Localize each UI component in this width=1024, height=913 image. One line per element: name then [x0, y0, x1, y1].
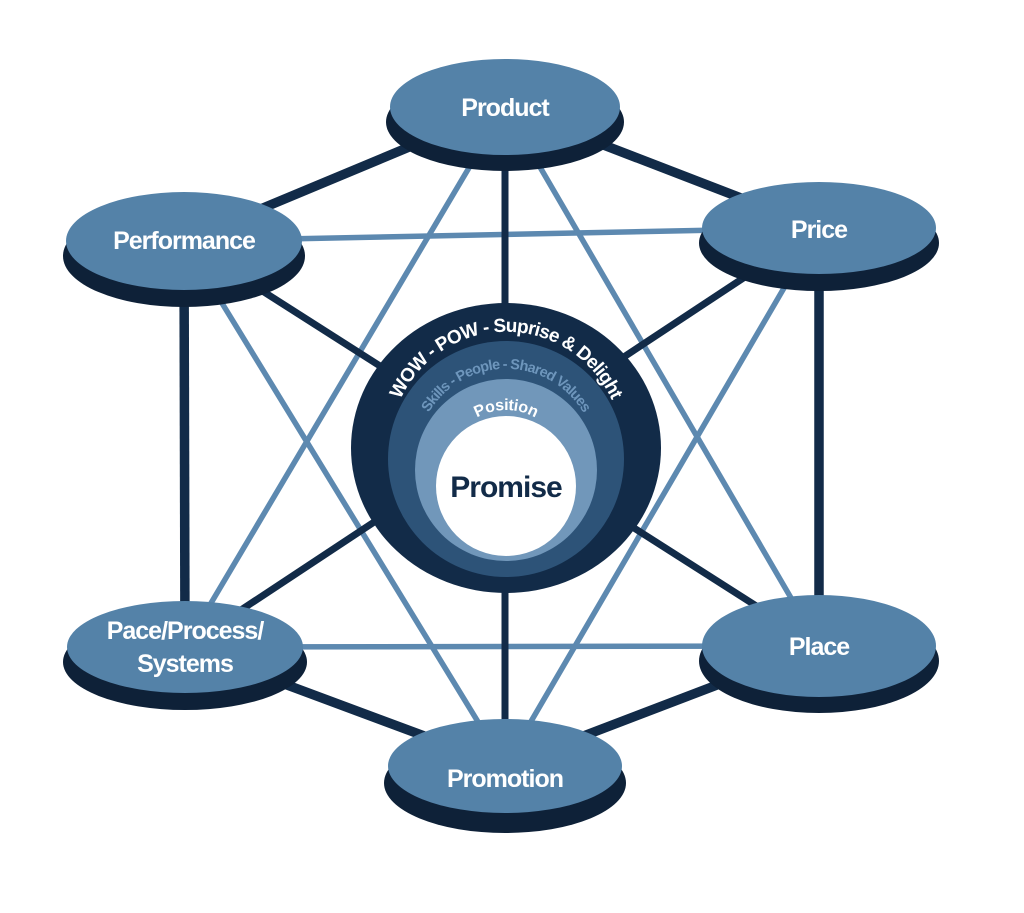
node-pace-ellipse: [67, 601, 303, 693]
node-pace-label-line1: Pace/Process/: [107, 617, 265, 645]
node-product-ellipse: [390, 59, 620, 155]
node-pace-process-systems: Pace/Process/ Systems: [63, 601, 307, 710]
node-place-label: Place: [789, 633, 850, 661]
node-place: Place: [699, 595, 939, 713]
node-product: Product: [386, 59, 624, 171]
link-product-place: [502, 105, 822, 648]
node-promotion-label: Promotion: [447, 765, 563, 793]
link-promotion-performance: [181, 239, 508, 768]
link-promotion-price: [502, 226, 822, 768]
hub: WOW - POW - Suprise & Delight Skills - P…: [351, 303, 661, 593]
hub-core: [436, 416, 576, 556]
hub-core-label: Promise: [450, 471, 562, 504]
node-price-label: Price: [791, 216, 848, 244]
node-pace-label-line2: Systems: [137, 650, 233, 678]
node-performance-ellipse: [66, 192, 302, 290]
link-product-pace: [182, 105, 508, 649]
node-promotion-ellipse: [388, 719, 622, 813]
node-place-ellipse: [702, 595, 936, 697]
node-price-ellipse: [702, 182, 936, 274]
node-performance-label: Performance: [113, 227, 256, 255]
node-product-label: Product: [461, 94, 550, 122]
node-price: Price: [699, 182, 939, 291]
node-promotion: Promotion: [384, 719, 626, 833]
link-pace-performance: [179, 240, 190, 648]
node-performance: Performance: [63, 192, 305, 307]
